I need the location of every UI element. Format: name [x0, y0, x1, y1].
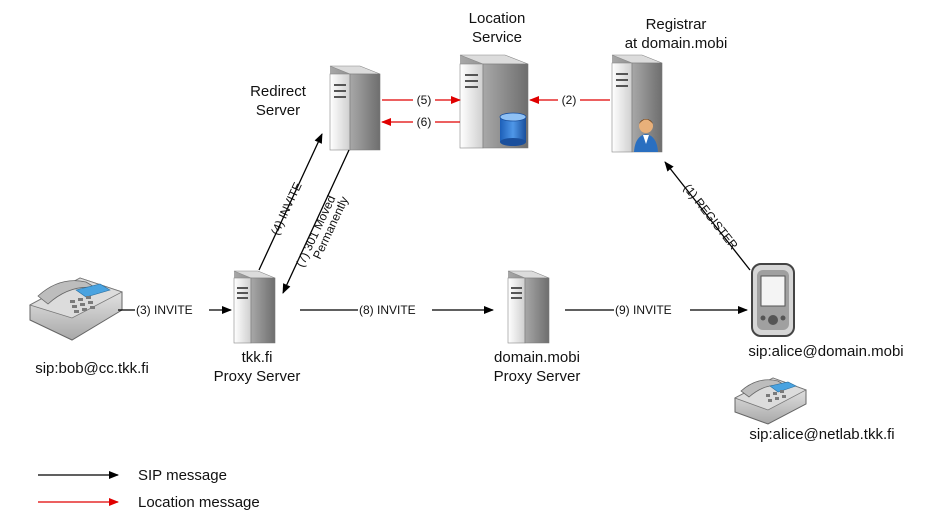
msg-1-label: (1) REGISTER [681, 181, 741, 252]
location-service-label-line2: Service [472, 29, 522, 46]
domain-proxy-label-line1: domain.mobi [494, 349, 580, 366]
arrow-msg-2: (2) [529, 93, 610, 107]
location-service-label-line1: Location [469, 10, 526, 27]
redirect-server-label-line1: Redirect [250, 83, 307, 100]
arrow-msg-3: (3) INVITE [118, 302, 232, 317]
alice-desk-phone-icon [734, 377, 807, 425]
registrar-server-icon [611, 54, 663, 153]
arrow-msg-7: (7) 301 Moved Permanently [282, 149, 351, 294]
tkk-proxy-label-line2: Proxy Server [214, 368, 301, 385]
msg-2-label: (2) [562, 93, 577, 107]
location-service-icon [459, 54, 529, 149]
legend-sip-message: SIP message [38, 467, 227, 484]
legend-location-message: Location message [38, 494, 260, 511]
user-person-icon [634, 119, 658, 152]
msg-6-label: (6) [417, 115, 432, 129]
arrow-msg-8: (8) INVITE [300, 302, 494, 317]
redirect-server-label-line2: Server [256, 102, 300, 119]
alice-mobile-address-label: sip:alice@domain.mobi [748, 343, 903, 360]
msg-4-label: (4) INVITE [268, 180, 305, 237]
alice-phone-address-label: sip:alice@netlab.tkk.fi [749, 426, 894, 443]
registrar-label-line1: Registrar [646, 16, 707, 33]
msg-9-label: (9) INVITE [615, 303, 672, 317]
msg-8-label: (8) INVITE [359, 303, 416, 317]
registrar-label-line2: at domain.mobi [625, 35, 728, 52]
redirect-server-icon [329, 65, 381, 151]
arrow-msg-5: (5) [382, 93, 461, 107]
database-icon [499, 112, 527, 146]
domain-proxy-label-line2: Proxy Server [494, 368, 581, 385]
domain-proxy-server-icon [507, 270, 550, 344]
tkk-proxy-server-icon [233, 270, 276, 344]
arrow-msg-9: (9) INVITE [565, 302, 748, 317]
msg-3-label: (3) INVITE [136, 303, 193, 317]
alice-mobile-device-icon [751, 263, 795, 337]
tkk-proxy-label-line1: tkk.fi [242, 349, 273, 366]
bob-address-label: sip:bob@cc.tkk.fi [35, 360, 149, 377]
bob-desk-phone-icon [28, 277, 124, 341]
msg-5-label: (5) [417, 93, 432, 107]
legend-location-label: Location message [138, 494, 260, 511]
legend: SIP message Location message [38, 467, 260, 511]
arrow-msg-6: (6) [381, 115, 460, 129]
arrow-msg-1: (1) REGISTER [664, 161, 751, 271]
legend-sip-label: SIP message [138, 467, 227, 484]
